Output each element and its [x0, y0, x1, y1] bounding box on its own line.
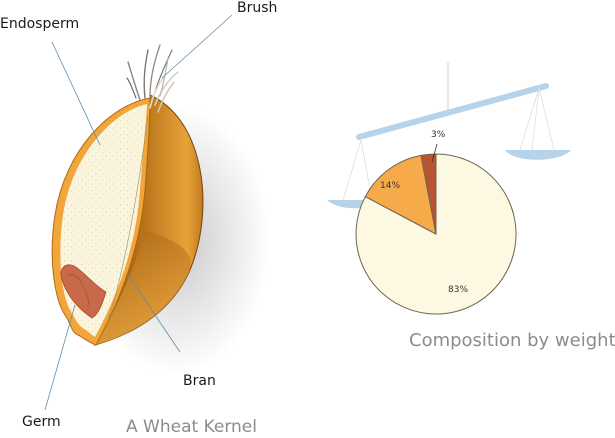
germ-region — [60, 264, 107, 319]
crease-line — [107, 114, 149, 321]
pie-label-germ: 3% — [431, 130, 446, 140]
label-germ: Germ — [22, 414, 61, 430]
right-pan — [505, 150, 571, 160]
endosperm-leader — [51, 41, 101, 146]
kernel-caption: A Wheat Kernel — [126, 417, 257, 437]
germ-callout-line — [431, 143, 438, 163]
right-pan-strings — [519, 87, 555, 151]
bran-leader — [127, 274, 181, 353]
left-pan-strings — [342, 139, 373, 201]
composition-pie-chart — [355, 143, 517, 315]
pie-label-bran: 14% — [380, 181, 401, 191]
label-endosperm: Endosperm — [0, 16, 80, 32]
wheat-kernel-illustration — [44, 14, 270, 411]
pie-slice-bran — [364, 154, 437, 235]
label-brush: Brush — [237, 0, 278, 16]
scale-beam — [356, 83, 549, 140]
brush-hairs — [126, 44, 179, 113]
label-bran: Bran — [183, 373, 216, 389]
germ-leader — [44, 304, 76, 411]
germ-detail — [67, 274, 89, 307]
brush-leader — [161, 14, 233, 79]
bran-lower — [95, 230, 191, 345]
pie-label-endosperm: 83% — [448, 285, 469, 295]
composition-caption: Composition by weight — [409, 330, 615, 351]
pie-slice-germ — [420, 153, 437, 235]
leader-lines — [44, 14, 233, 411]
